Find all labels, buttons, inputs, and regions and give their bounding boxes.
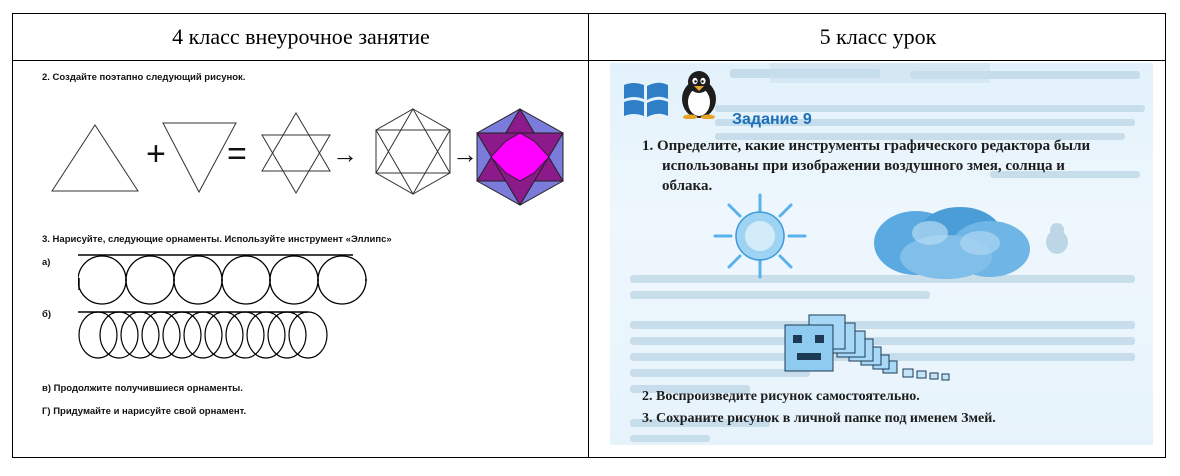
question-3-text: 3. Сохраните рисунок в личной папке под …	[642, 411, 962, 426]
table-border-right	[1165, 13, 1166, 458]
table-border-top	[12, 13, 1166, 14]
table-column-divider	[588, 13, 589, 458]
question-1-line-2: использованы при изображении воздушного …	[662, 158, 1065, 174]
ornament-circles	[78, 254, 367, 305]
table-border-bottom	[12, 457, 1166, 458]
task2-title: 2. Создайте поэтапно следующий рисунок.	[42, 72, 246, 83]
ornament-label-a: а)	[42, 257, 51, 268]
task3-title: 3. Нарисуйте, следующие орнаменты. Испол…	[42, 234, 392, 245]
question-2: 2. Воспроизведите рисунок самостоятельно…	[642, 389, 920, 404]
ghost-penguin-icon	[1046, 223, 1068, 254]
equals-sign: =	[227, 135, 247, 173]
star-part-up	[261, 112, 331, 172]
plus-sign: +	[146, 135, 166, 173]
hexagon-outline	[375, 108, 451, 195]
table-border-left	[12, 13, 13, 458]
hex-star-up	[375, 108, 451, 174]
question-3-filename: Змей	[961, 411, 993, 426]
kite-drawing	[784, 314, 950, 381]
comparison-table	[12, 13, 1166, 458]
question-1-line-1: 1. Определите, какие инструменты графиче…	[642, 138, 1091, 154]
task-v: в) Продолжите получившиеся орнаменты.	[42, 383, 243, 394]
question-3: 3. Сохраните рисунок в личной папке под …	[642, 411, 996, 427]
inverted-triangle	[162, 122, 237, 194]
table-header-divider	[12, 60, 1166, 61]
sun-drawing	[713, 193, 807, 279]
grade4-worksheet: 2. Создайте поэтапно следующий рисунок. …	[30, 65, 590, 445]
cloud-drawing	[874, 207, 1030, 279]
windows-logo-icon	[624, 82, 668, 117]
hex-star-down	[375, 129, 451, 195]
linux-penguin-icon	[682, 71, 716, 119]
ornament-overlapping-ellipses	[78, 311, 328, 359]
column-header-grade4: 4 класс внеурочное занятие	[172, 24, 430, 49]
question-1-line-3: облака.	[662, 178, 713, 194]
star-part-down	[261, 134, 331, 194]
column-header-grade5: 5 класс урок	[819, 24, 937, 49]
grade5-textbook-page: Задание 9 1. Определите, какие инструмен…	[610, 63, 1153, 445]
arrow-1: →	[332, 139, 358, 169]
task-g: Г) Придумайте и нарисуйте свой орнамент.	[42, 406, 247, 417]
colored-inner-hexagon	[490, 132, 550, 182]
question-3-period: .	[992, 411, 996, 426]
upright-triangle	[51, 124, 139, 192]
star-construction-figure: + = → →	[51, 108, 564, 206]
ornament-label-b: б)	[42, 309, 52, 320]
task-heading: Задание 9	[732, 111, 812, 128]
arrow-2: →	[452, 139, 478, 169]
